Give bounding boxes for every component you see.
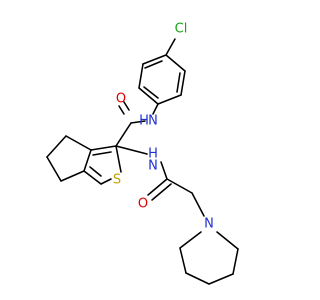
bond-ring-2 bbox=[138, 63, 144, 89]
bond-thiophene-3-double bbox=[89, 166, 102, 177]
molecule-diagram: Cl H N O H N S O N bbox=[46, 21, 239, 285]
bond-pip-4 bbox=[208, 273, 234, 285]
bond-n-c-side bbox=[160, 161, 168, 180]
thiophene-s-label: S bbox=[113, 173, 121, 188]
bond-ring-5 bbox=[180, 70, 186, 96]
chlorine-label: Cl bbox=[175, 22, 188, 37]
bond-n-c-top bbox=[130, 120, 146, 124]
bond-cyclo-1 bbox=[65, 135, 92, 151]
amide-n-top-label: N bbox=[148, 114, 158, 129]
bond-layer bbox=[46, 38, 239, 285]
bond-pip-3 bbox=[185, 272, 210, 285]
carbonyl-o-bottom-label: O bbox=[138, 197, 148, 212]
bond-cyclo-3 bbox=[46, 156, 62, 182]
bond-c-o-top bbox=[118, 105, 125, 115]
amide-nh-side-label: H bbox=[148, 147, 158, 162]
bond-thiophene-1 bbox=[90, 145, 117, 151]
bond-thiophene-2 bbox=[83, 149, 92, 172]
bond-pip-6 bbox=[216, 231, 239, 250]
bond-carbonyl-thiophene bbox=[115, 122, 132, 147]
bond-ring-4 bbox=[157, 94, 182, 105]
bond-thiophene-1-double bbox=[92, 151, 112, 156]
bond-ring-3 bbox=[138, 87, 159, 105]
bond-c-o-bottom bbox=[147, 178, 168, 196]
bond-ring-6 bbox=[165, 54, 186, 72]
amide-nh-top-label: H bbox=[139, 114, 149, 129]
bond-c-o-bottom-double bbox=[151, 183, 172, 201]
piperidine-n-label: N bbox=[204, 217, 214, 232]
bond-thiophene-3 bbox=[83, 170, 102, 185]
molecule-svg: Cl H N O H N S O N bbox=[46, 22, 239, 285]
bond-ring-1 bbox=[142, 54, 167, 65]
bond-thiophene-4 bbox=[100, 178, 112, 185]
bond-thiophene-5 bbox=[115, 145, 122, 173]
bond-c-ch2 bbox=[166, 178, 193, 194]
bond-ring-3-double bbox=[143, 86, 159, 99]
bond-cyclo-4 bbox=[60, 170, 85, 182]
atom-label-layer: Cl H N O H N S O N bbox=[113, 22, 214, 232]
bond-pip-1 bbox=[179, 231, 202, 249]
bond-c-o-top-double bbox=[123, 101, 130, 111]
carbonyl-o-top-label: O bbox=[116, 92, 126, 107]
bond-pip-5 bbox=[232, 248, 239, 275]
bond-pip-2 bbox=[179, 247, 187, 274]
bond-ring-n-top bbox=[152, 103, 159, 115]
amide-n-side-label: N bbox=[148, 159, 158, 174]
bond-cl-c bbox=[165, 38, 176, 56]
bond-thiophene-n-side bbox=[115, 145, 148, 155]
bond-ch2-n bbox=[191, 192, 205, 217]
bond-ring-1-double bbox=[144, 60, 163, 69]
bond-ring-5-double bbox=[176, 72, 181, 93]
bond-cyclo-2 bbox=[46, 135, 67, 158]
